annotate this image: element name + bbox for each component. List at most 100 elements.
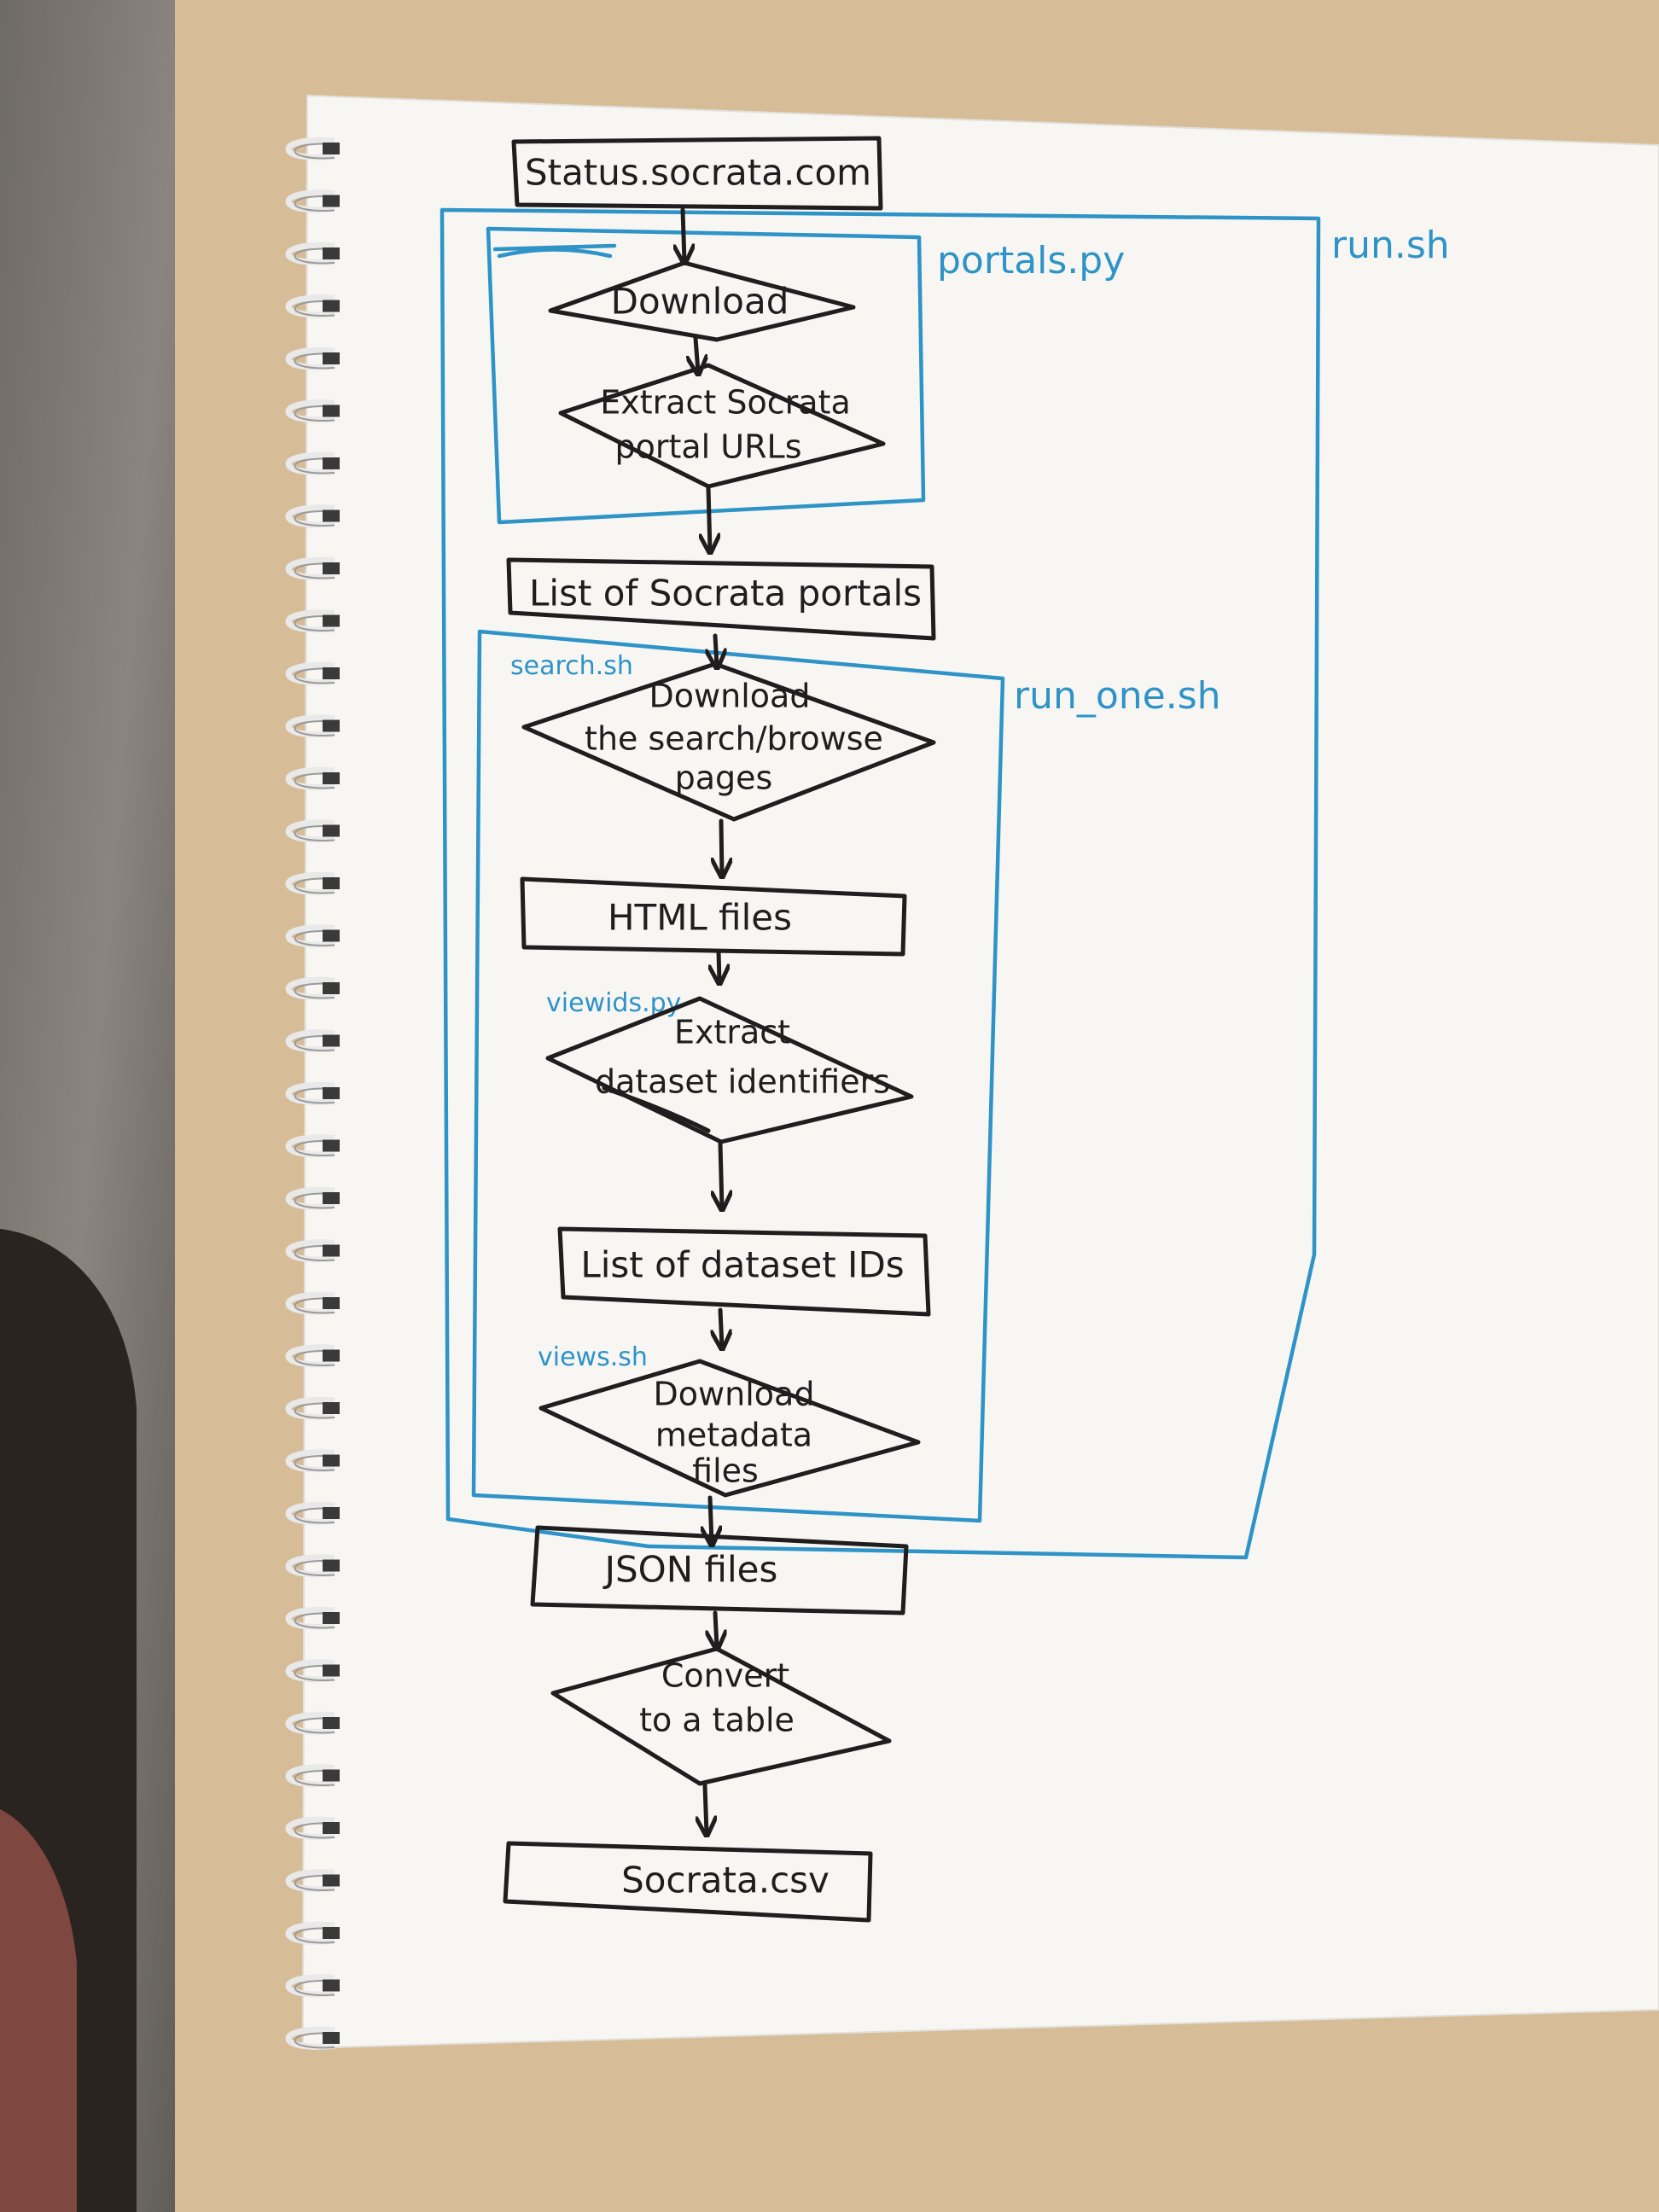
spiral-ring [285, 556, 335, 580]
spiral-hole [323, 877, 340, 889]
spiral-ring [285, 1501, 335, 1525]
spiral-hole [323, 1612, 340, 1624]
node-download-text: Download [611, 281, 789, 323]
node-list-dataset-ids: List of dataset IDs [557, 1226, 931, 1317]
node-download-search-pages-line2: the search/browse [585, 720, 883, 758]
group-portals-py-box [486, 226, 926, 525]
spiral-ring [285, 399, 335, 423]
spiral-binding [285, 137, 340, 2050]
arrow-8 [720, 1307, 722, 1347]
spiral-ring [285, 1081, 335, 1105]
arrow-4 [715, 633, 717, 666]
node-extract-portal-urls: Extract Socrata portal URLs [558, 363, 886, 489]
spiral-hole [323, 824, 340, 837]
spiral-hole [323, 143, 340, 154]
node-download-metadata: Download metadata files [538, 1359, 921, 1498]
spiral-hole [323, 1927, 340, 1939]
notebook-paper [303, 96, 1659, 2048]
spiral-ring [285, 1344, 335, 1368]
spiral-hole [323, 1297, 340, 1309]
spiral-hole [323, 982, 340, 994]
spiral-hole [323, 1087, 340, 1099]
spiral-hole [323, 405, 340, 417]
node-download-metadata-line1: Download [654, 1376, 815, 1413]
spiral-ring [285, 1921, 335, 1945]
group-portals-py-label: portals.py [937, 239, 1125, 282]
spiral-hole [323, 614, 340, 627]
spiral-hole [323, 1664, 340, 1677]
spiral-hole [323, 562, 340, 574]
node-socrata-csv: Socrata.csv [503, 1841, 873, 1923]
arrow-10 [715, 1610, 717, 1647]
spiral-ring [285, 451, 335, 475]
node-html-files-text: HTML files [608, 897, 792, 939]
spiral-ring [285, 189, 335, 213]
node-download-search-pages: Download the search/browse pages [521, 661, 936, 822]
spiral-hole [323, 1349, 340, 1362]
step-label-views-sh: views.sh [538, 1342, 648, 1372]
spiral-ring [285, 1816, 335, 1840]
spiral-ring [285, 1134, 335, 1158]
spiral-hole [323, 1454, 340, 1467]
spiral-ring [285, 1869, 335, 1893]
spiral-ring [285, 1396, 335, 1420]
group-run-sh-label: run.sh [1331, 224, 1450, 267]
spiral-hole [323, 509, 340, 522]
spiral-ring [285, 1291, 335, 1315]
spiral-hole [323, 772, 340, 784]
spiral-ring [285, 819, 335, 843]
node-download-metadata-line3: files [692, 1452, 759, 1490]
node-convert-table-line2: to a table [639, 1702, 795, 1739]
spiral-hole [323, 1559, 340, 1572]
arrow-2 [696, 335, 698, 372]
node-extract-portal-urls-line1: Extract Socrata [600, 384, 851, 422]
node-extract-dataset-ids-line2: dataset identifiers [595, 1063, 890, 1101]
group-run-one-sh-box [471, 629, 1005, 1523]
spiral-hole [323, 1979, 340, 1992]
node-download: Download [548, 260, 856, 342]
spiral-ring [285, 1606, 335, 1630]
arrow-5 [721, 818, 722, 875]
spiral-hole [323, 667, 340, 679]
spiral-hole [323, 1769, 340, 1782]
node-download-metadata-line2: metadata [655, 1417, 812, 1454]
node-list-socrata-portals: List of Socrata portals [506, 557, 936, 641]
spiral-ring [285, 1659, 335, 1683]
spiral-hole [323, 352, 340, 364]
crossed-out-scribble [492, 243, 617, 252]
node-json-files: JSON files [530, 1525, 909, 1615]
spiral-hole [323, 1139, 340, 1152]
node-convert-table: Convert to a table [550, 1646, 892, 1786]
spiral-hole [323, 2032, 340, 2044]
step-label-search-sh: search.sh [510, 651, 633, 681]
node-html-files: HTML files [520, 876, 907, 957]
spiral-ring [285, 609, 335, 633]
node-download-search-pages-line3: pages [675, 760, 773, 797]
spiral-ring [285, 1449, 335, 1473]
node-json-files-text: JSON files [602, 1549, 778, 1591]
spiral-hole [323, 300, 340, 312]
spiral-ring [285, 766, 335, 790]
spiral-ring [285, 346, 335, 370]
arrow-7 [720, 1141, 722, 1208]
spiral-ring [285, 1974, 335, 1998]
spiral-hole [323, 1507, 340, 1519]
spiral-ring [285, 294, 335, 318]
spiral-ring [285, 1186, 335, 1210]
spiral-ring [285, 714, 335, 738]
spiral-hole [323, 457, 340, 469]
node-extract-dataset-ids: Extract dataset identifiers [545, 996, 914, 1144]
spiral-ring [285, 242, 335, 265]
spiral-hole [323, 247, 340, 259]
spiral-ring [285, 661, 335, 685]
node-socrata-csv-text: Socrata.csv [621, 1860, 830, 1901]
spiral-ring [285, 1554, 335, 1578]
spiral-ring [285, 504, 335, 528]
spiral-hole [323, 1402, 340, 1414]
spiral-hole [323, 1822, 340, 1834]
spiral-ring [285, 1029, 335, 1053]
node-status-socrata: Status.socrata.com [511, 136, 883, 211]
arrow-3 [708, 486, 710, 550]
